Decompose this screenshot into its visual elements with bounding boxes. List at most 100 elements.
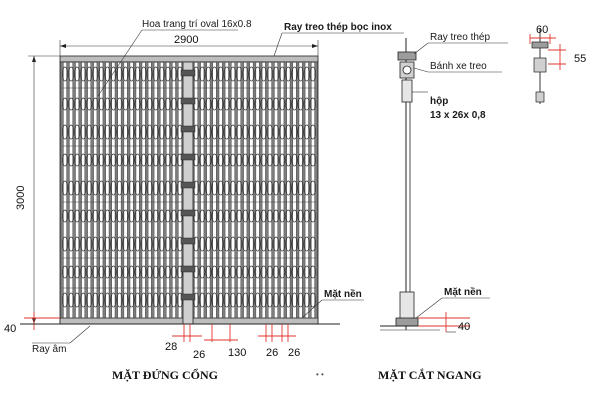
oval-ornament	[146, 180, 153, 196]
oval-ornament	[309, 236, 316, 252]
oval-ornament	[211, 236, 218, 252]
oval-ornament	[134, 180, 141, 196]
oval-ornament	[68, 153, 75, 167]
oval-ornament	[217, 153, 224, 167]
gate-bar	[78, 61, 82, 319]
base-label-side: 40	[458, 321, 470, 333]
oval-ornament	[272, 97, 280, 111]
oval-ornament	[128, 265, 135, 279]
oval-ornament	[158, 265, 165, 279]
oval-ornament	[223, 265, 230, 279]
oval-ornament	[309, 124, 316, 140]
oval-ornament	[158, 124, 165, 140]
oval-ornament	[110, 209, 117, 223]
oval-ornament	[254, 292, 261, 308]
oval-ornament	[146, 292, 153, 308]
oval-ornament	[146, 66, 153, 82]
oval-ornament	[248, 97, 255, 111]
oval-ornament	[122, 180, 129, 196]
gate-bar	[145, 61, 149, 319]
oval-ornament	[128, 153, 135, 167]
gate-bar	[209, 61, 213, 319]
oval-ornament	[285, 292, 292, 308]
oval-ornament	[74, 180, 81, 196]
oval-ornament	[152, 153, 159, 167]
oval-ornament	[62, 153, 68, 167]
oval-ornament	[104, 97, 111, 111]
oval-ornament	[242, 236, 249, 252]
oval-ornament	[92, 265, 99, 279]
hinge-block	[180, 97, 196, 105]
oval-ornament	[223, 153, 230, 167]
oval-ornament	[104, 209, 111, 223]
oval-ornament	[104, 292, 111, 308]
oval-ornament	[242, 209, 249, 223]
oval-ornament	[62, 209, 68, 223]
steel-rail-label: Ray treo thép	[430, 32, 490, 43]
oval-ornament	[146, 124, 153, 140]
oval-ornament	[140, 180, 147, 196]
oval-ornament	[199, 236, 206, 252]
gate-bar	[175, 61, 179, 319]
oval-ornament	[122, 236, 129, 252]
oval-ornament	[134, 265, 141, 279]
oval-ornament	[152, 292, 159, 308]
oval-ornament	[279, 97, 286, 111]
bottom-guide	[399, 291, 415, 323]
oval-ornament	[279, 236, 286, 252]
rail-inox-callout: Ray treo thép bọc inox	[273, 22, 404, 57]
oval-ornament	[110, 180, 117, 196]
oval-ornament	[92, 236, 99, 252]
oval-ornament	[266, 97, 273, 111]
gate-bar	[289, 61, 293, 319]
oval-ornament	[260, 292, 267, 308]
oval-ornament	[62, 292, 68, 308]
oval-ornament	[164, 265, 171, 279]
hinge-block	[180, 153, 196, 161]
oval-ornament	[68, 209, 75, 223]
oval-ornament	[291, 97, 298, 111]
oval-ornament	[170, 209, 177, 223]
oval-ornament	[285, 236, 292, 252]
oval-ornament	[285, 153, 292, 167]
oval-ornament	[122, 209, 129, 223]
oval-ornament	[229, 97, 237, 111]
front-title: MẶT ĐỨNG CỔNG	[112, 367, 218, 382]
oval-ornament	[303, 124, 310, 140]
oval-ornament	[272, 153, 280, 167]
oval-ornament	[205, 292, 212, 308]
oval-ornament	[80, 292, 87, 308]
oval-ornament	[122, 97, 129, 111]
oval-ornament	[158, 292, 165, 308]
oval-ornament	[242, 124, 249, 140]
oval-ornament	[140, 209, 147, 223]
oval-ornament	[279, 180, 286, 196]
ground-label-side: Mặt nền	[444, 286, 482, 298]
oval-ornament	[291, 124, 298, 140]
oval-ornament	[152, 265, 159, 279]
oval-ornament	[254, 209, 261, 223]
oval-ornament	[303, 97, 310, 111]
oval-ornament	[86, 97, 93, 111]
oval-ornament	[217, 265, 224, 279]
gate-bar	[126, 61, 131, 319]
oval-ornament	[98, 180, 105, 196]
box-profile-section	[401, 79, 413, 103]
bottom-rail-section	[395, 317, 419, 327]
dim-26-a: 26	[193, 349, 205, 361]
oval-ornament	[297, 265, 304, 279]
oval-ornament	[285, 209, 292, 223]
oval-ornament	[104, 66, 111, 82]
oval-ornament	[272, 236, 280, 252]
oval-ornament	[211, 292, 218, 308]
oval-ornament	[199, 209, 206, 223]
oval-ornament	[92, 209, 99, 223]
oval-ornament	[242, 153, 249, 167]
oval-ornament	[272, 66, 280, 82]
oval-ornament	[217, 209, 224, 223]
oval-ornament	[254, 265, 261, 279]
oval-ornament	[98, 124, 105, 140]
hinge-block	[180, 265, 196, 273]
oval-ornament	[110, 66, 117, 82]
oval-ornament	[248, 153, 255, 167]
